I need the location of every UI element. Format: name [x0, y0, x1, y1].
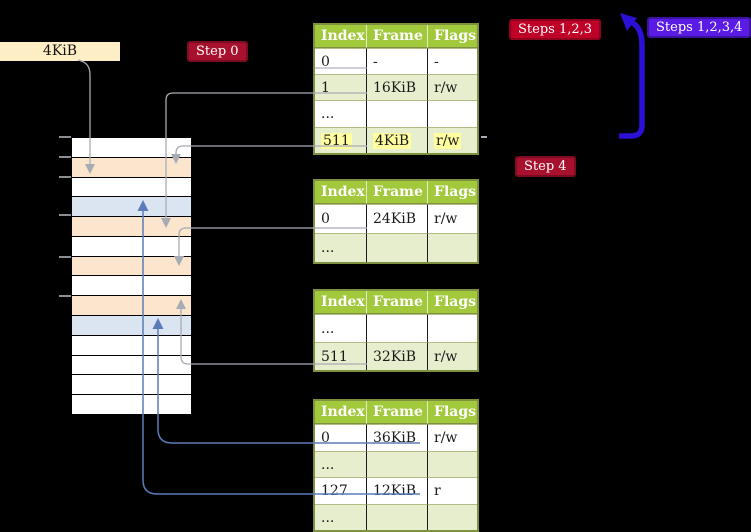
- memory-page-row: [72, 316, 191, 336]
- column-header-index: Index: [315, 181, 366, 204]
- memory-tick: [59, 136, 71, 138]
- page-table-3: Index Frame Flags ... 511 32KiB r/w: [313, 289, 479, 372]
- memory-page-row: [72, 276, 191, 297]
- table-cell: [427, 233, 477, 262]
- column-header-flags: Flags: [427, 25, 477, 48]
- memory-page-row: [72, 236, 191, 257]
- memory-page-row: [72, 138, 191, 158]
- step4-badge: Step 4: [515, 156, 576, 177]
- table-cell: ...: [315, 233, 366, 262]
- table-cell: ...: [315, 100, 366, 127]
- memory-tick: [59, 156, 71, 158]
- table-cell: -: [366, 48, 427, 74]
- page-table-4: Index Frame Flags 0 36KiB r/w ... 127 12…: [313, 399, 479, 532]
- column-header-flags: Flags: [427, 181, 477, 204]
- column-header-frame: Frame: [366, 401, 427, 424]
- memory-tick: [59, 256, 71, 258]
- table-cell: r: [427, 477, 477, 504]
- table-cell: 0: [315, 424, 366, 451]
- table-cell: 16KiB: [366, 74, 427, 100]
- table-cell: 24KiB: [366, 204, 427, 233]
- table-cell: 0: [315, 204, 366, 233]
- memory-tick: [59, 214, 71, 216]
- table-cell: [366, 314, 427, 342]
- table-cell: [427, 504, 477, 530]
- table-cell: [427, 451, 477, 477]
- table-cell: 127: [315, 477, 366, 504]
- table-cell-highlighted: 511: [315, 127, 366, 153]
- table-cell: r/w: [427, 424, 477, 451]
- memory-page-row: [72, 335, 191, 356]
- memory-tick: [59, 176, 71, 178]
- column-header-index: Index: [315, 291, 366, 314]
- column-header-flags: Flags: [427, 291, 477, 314]
- column-header-frame: Frame: [366, 181, 427, 204]
- memory-page-row: [72, 197, 191, 218]
- table-cell: ...: [315, 504, 366, 530]
- memory-page-row: [72, 395, 191, 414]
- column-header-index: Index: [315, 401, 366, 424]
- table-cell: [366, 504, 427, 530]
- page-table-2: Index Frame Flags 0 24KiB r/w ...: [313, 179, 479, 264]
- table-cell: [427, 314, 477, 342]
- column-header-flags: Flags: [427, 401, 477, 424]
- table-cell: ...: [315, 314, 366, 342]
- memory-page-row: [72, 177, 191, 198]
- table-cell: 32KiB: [366, 342, 427, 370]
- table-cell: 12KiB: [366, 477, 427, 504]
- table-cell: [366, 451, 427, 477]
- table-cell: r/w: [427, 204, 477, 233]
- memory-page-row: [72, 157, 191, 178]
- table-cell: [427, 100, 477, 127]
- page-table-1: Index Frame Flags 0 - - 1 16KiB r/w ... …: [313, 23, 479, 155]
- table-cell: 36KiB: [366, 424, 427, 451]
- steps123-badge: Steps 1,2,3: [509, 19, 602, 40]
- physical-memory-column: [71, 137, 192, 415]
- highlight: 511: [321, 132, 352, 149]
- table-cell: r/w: [427, 342, 477, 370]
- table-cell: [366, 100, 427, 127]
- table-cell: ...: [315, 451, 366, 477]
- table-cell: 511: [315, 342, 366, 370]
- table-cell: 1: [315, 74, 366, 100]
- column-header-frame: Frame: [366, 291, 427, 314]
- steps-loop-arrow: [619, 13, 645, 139]
- table-cell: r/w: [427, 74, 477, 100]
- table-cell: 0: [315, 48, 366, 74]
- table-cell-highlighted: 4KiB: [366, 127, 427, 153]
- table-cell-highlighted: r/w: [427, 127, 477, 153]
- column-header-frame: Frame: [366, 25, 427, 48]
- memory-page-row: [72, 217, 191, 237]
- memory-page-row: [72, 256, 191, 277]
- step0-badge: Step 0: [187, 41, 248, 62]
- memory-page-row: [72, 296, 191, 317]
- memory-tick: [59, 295, 71, 297]
- highlight: r/w: [434, 132, 462, 149]
- memory-page-row: [72, 375, 191, 396]
- highlight: 4KiB: [373, 132, 412, 149]
- table-cell: [366, 233, 427, 262]
- steps1234-badge: Steps 1,2,3,4: [647, 17, 751, 38]
- memory-page-row: [72, 355, 191, 376]
- page-size-label: 4KiB: [0, 42, 120, 61]
- column-header-index: Index: [315, 25, 366, 48]
- table-cell: -: [427, 48, 477, 74]
